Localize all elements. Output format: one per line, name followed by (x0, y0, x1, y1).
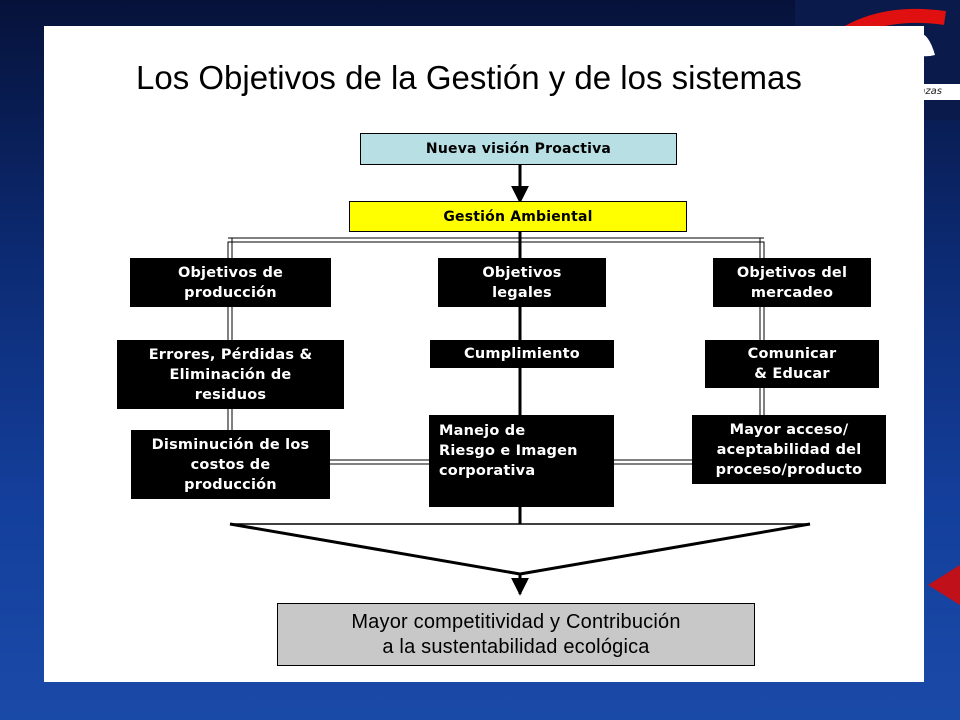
node-mayor-acceso: Mayor acceso/ aceptabilidad del proceso/… (692, 415, 886, 484)
node-gestion-ambiental: Gestión Ambiental (349, 201, 687, 232)
decorative-red-shape (928, 565, 960, 605)
node-vision-proactiva: Nueva visión Proactiva (360, 133, 677, 165)
node-comunicar-educar: Comunicar & Educar (705, 340, 879, 388)
node-cumplimiento: Cumplimiento (430, 340, 614, 368)
slide-title: Los Objetivos de la Gestión y de los sis… (136, 59, 802, 96)
slide: Los Objetivos de la Gestión y de los sis… (44, 26, 924, 682)
node-manejo-riesgo: Manejo de Riesgo e Imagen corporativa (429, 415, 614, 507)
node-errores-perdidas: Errores, Pérdidas & Eliminación de resid… (117, 340, 344, 409)
node-objetivos-produccion: Objetivos de producción (130, 258, 331, 307)
node-objetivos-mercadeo: Objetivos del mercadeo (713, 258, 871, 307)
node-objetivos-legales: Objetivos legales (438, 258, 606, 307)
node-disminucion-costos: Disminución de los costos de producción (131, 430, 330, 499)
node-resultado-competitividad: Mayor competitividad y Contribución a la… (277, 603, 755, 666)
logo-tag-text: nzas (915, 84, 960, 100)
